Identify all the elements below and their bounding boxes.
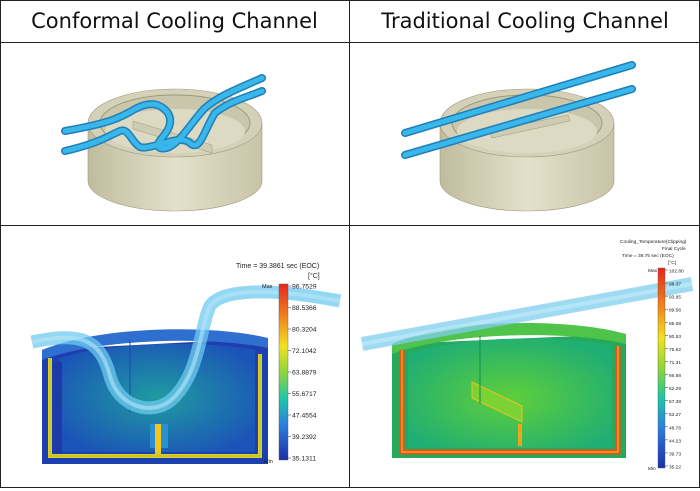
scale-value: 80.53 — [669, 334, 681, 340]
conformal-temperature-plot: Time = 39.3861 sec (EOC) [°C] Max Min 96… — [30, 263, 342, 465]
cycle-label: Final Cycle — [662, 246, 686, 252]
time-label: Time = 39.75 sec (EOC) — [622, 253, 674, 259]
header-divider — [0, 42, 700, 43]
scale-value: 80.3204 — [292, 327, 317, 334]
conformal-model-panel — [0, 43, 349, 225]
traditional-simulation-panel: Cooling_Temperature(Clipping) Final Cycl… — [350, 226, 700, 487]
min-label: Min — [648, 466, 656, 472]
scale-value: 89.56 — [669, 308, 681, 314]
time-label: Time = 39.3861 sec (EOC) — [236, 263, 319, 270]
scale-value: 44.23 — [669, 438, 681, 444]
traditional-temperature-plot: Cooling_Temperature(Clipping) Final Cycl… — [360, 239, 694, 472]
scale-value: 47.4554 — [292, 413, 317, 420]
scale-value: 85.08 — [669, 321, 681, 327]
color-scale-bar — [278, 283, 289, 461]
row-divider — [0, 225, 700, 226]
max-label: Max — [262, 284, 273, 290]
scale-value: 53.27 — [669, 412, 681, 418]
scale-value: 102.80 — [669, 269, 684, 275]
scale-value-labels: 102.80 98.37 93.95 89.56 85.08 80.53 75.62 71.3… — [665, 269, 684, 471]
scale-value: 72.1042 — [292, 348, 317, 355]
header-traditional: Traditional Cooling Channel — [381, 9, 669, 33]
scale-value: 39.2392 — [292, 434, 317, 441]
scale-value: 35.1311 — [292, 456, 316, 463]
scale-value: 35.22 — [669, 465, 681, 471]
scale-value: 62.29 — [669, 386, 681, 392]
scale-value: 48.76 — [669, 425, 681, 431]
scale-value: 98.37 — [669, 282, 681, 288]
scale-value: 71.31 — [669, 360, 681, 366]
header-conformal: Conformal Cooling Channel — [31, 9, 318, 33]
traditional-model-illustration — [401, 61, 636, 212]
scale-value: 66.88 — [669, 373, 681, 379]
scale-value: 96.7529 — [292, 284, 317, 291]
scale-value: 39.73 — [669, 451, 681, 457]
scale-value: 55.6717 — [292, 391, 317, 398]
color-scale-bar — [657, 267, 666, 469]
conformal-simulation-panel: Time = 39.3861 sec (EOC) [°C] Max Min 96… — [0, 226, 349, 487]
scale-value: 57.38 — [669, 399, 681, 405]
scale-value: 88.5366 — [292, 305, 317, 312]
unit-label: [°C] — [308, 272, 320, 280]
scale-value-labels: 96.7529 88.5366 80.3204 72.1042 63.8879 55.67… — [288, 284, 317, 463]
min-label: Min — [264, 459, 273, 465]
scale-value: 75.62 — [669, 347, 681, 353]
column-divider — [349, 0, 350, 488]
scale-value: 63.8879 — [292, 370, 317, 377]
max-label: Max — [648, 268, 658, 274]
conformal-model-illustration — [61, 74, 266, 212]
traditional-model-panel — [350, 43, 700, 225]
scale-value: 93.95 — [669, 295, 681, 301]
unit-label: [°C] — [668, 260, 676, 266]
plot-title: Cooling_Temperature(Clipping) — [620, 239, 687, 245]
